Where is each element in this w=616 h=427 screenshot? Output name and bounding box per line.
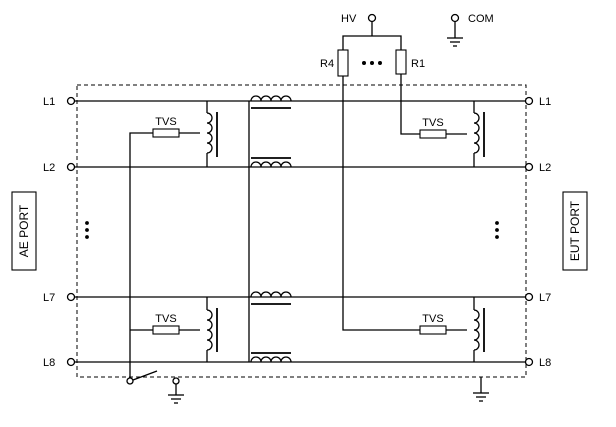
tvs-left-bottom: TVS (130, 313, 200, 335)
tvs-label-right-bottom: TVS (422, 313, 443, 325)
ground-icon-right (473, 377, 489, 402)
transformer-icon-left-bottom (206, 297, 218, 362)
choke-icon-l2 (250, 157, 292, 168)
eut-port-label: EUT PORT (568, 200, 582, 261)
tvs-right-bottom: TVS (342, 76, 467, 335)
label-l2-left: L2 (43, 162, 55, 174)
terminal-l1-right[interactable] (524, 96, 534, 106)
choke-icon-l7 (250, 291, 292, 305)
terminal-l8-left[interactable] (66, 357, 76, 367)
r4-label: R4 (320, 58, 334, 70)
network-enclosure (76, 84, 527, 378)
tvs-right-top: TVS (400, 74, 467, 139)
com-terminal: COM (447, 13, 494, 47)
com-terminal-circle[interactable] (450, 13, 460, 23)
label-l7-right: L7 (539, 292, 551, 304)
label-l8-left: L8 (43, 357, 55, 369)
com-label: COM (468, 13, 494, 25)
hv-label: HV (341, 13, 357, 25)
label-l1-right: L1 (539, 96, 551, 108)
terminal-l2-right[interactable] (524, 162, 534, 172)
ae-port-box: AE PORT (11, 191, 37, 271)
resistor-icon-r4: R4 (320, 49, 349, 77)
label-l2-right: L2 (539, 162, 551, 174)
terminal-l1-left[interactable] (66, 96, 76, 106)
terminal-l7-right[interactable] (524, 292, 534, 302)
tvs-label-left-bottom: TVS (155, 313, 176, 325)
main-lines (71, 100, 529, 363)
terminals (66, 96, 534, 367)
hv-terminal[interactable] (367, 13, 377, 23)
choke-icon-l8 (250, 352, 292, 363)
tvs-icon (419, 129, 447, 139)
tvs-label-right-top: TVS (422, 117, 443, 129)
switch-icon[interactable] (126, 370, 180, 395)
label-l8-right: L8 (539, 357, 551, 369)
ellipsis-icon-left (85, 221, 89, 239)
tvs-icon (419, 325, 447, 335)
label-l7-left: L7 (43, 292, 55, 304)
ellipsis-icon-resistors (362, 61, 382, 65)
choke-icon-l1 (250, 95, 292, 109)
ground-icon-left (168, 394, 184, 404)
label-l1-left: L1 (43, 96, 55, 108)
transformer-icon-right-top (473, 101, 485, 167)
tvs-icon (152, 325, 180, 335)
terminal-l7-left[interactable] (66, 292, 76, 302)
ellipsis-icon-right (495, 221, 499, 239)
tvs-icon (152, 128, 180, 138)
transformer-icon-right-bottom (473, 297, 485, 362)
eut-port-box: EUT PORT (562, 191, 588, 271)
terminal-l2-left[interactable] (66, 162, 76, 172)
r1-label: R1 (411, 58, 425, 70)
hv-source: HV (341, 13, 402, 50)
transformer-icon-left-top (206, 101, 218, 167)
resistor-icon-r1: R1 (395, 49, 425, 75)
terminal-l8-right[interactable] (524, 357, 534, 367)
tvs-left-top: TVS (129, 116, 200, 380)
ae-port-label: AE PORT (17, 204, 31, 257)
tvs-label-left-top: TVS (155, 116, 176, 128)
